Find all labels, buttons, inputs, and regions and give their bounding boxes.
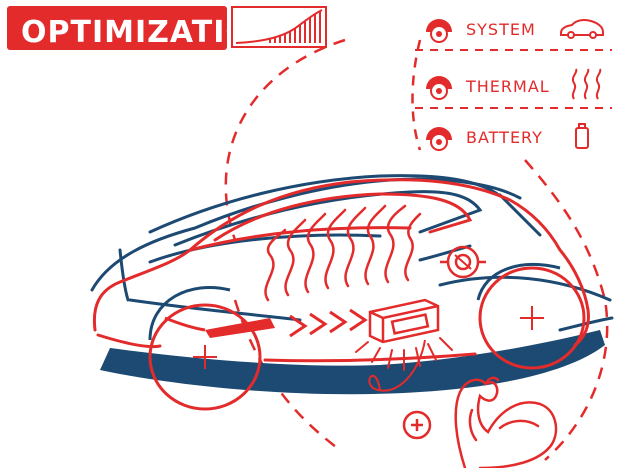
menu-bracket [413,40,421,150]
heat-waves [265,206,420,300]
battery-pack [370,300,438,342]
dashed-orbit [226,40,607,460]
menu-dividers [415,50,612,108]
flexed-arm [456,378,556,468]
ground-shadow [100,330,605,394]
energy-arrows [165,310,365,338]
plus-symbol [404,412,430,438]
